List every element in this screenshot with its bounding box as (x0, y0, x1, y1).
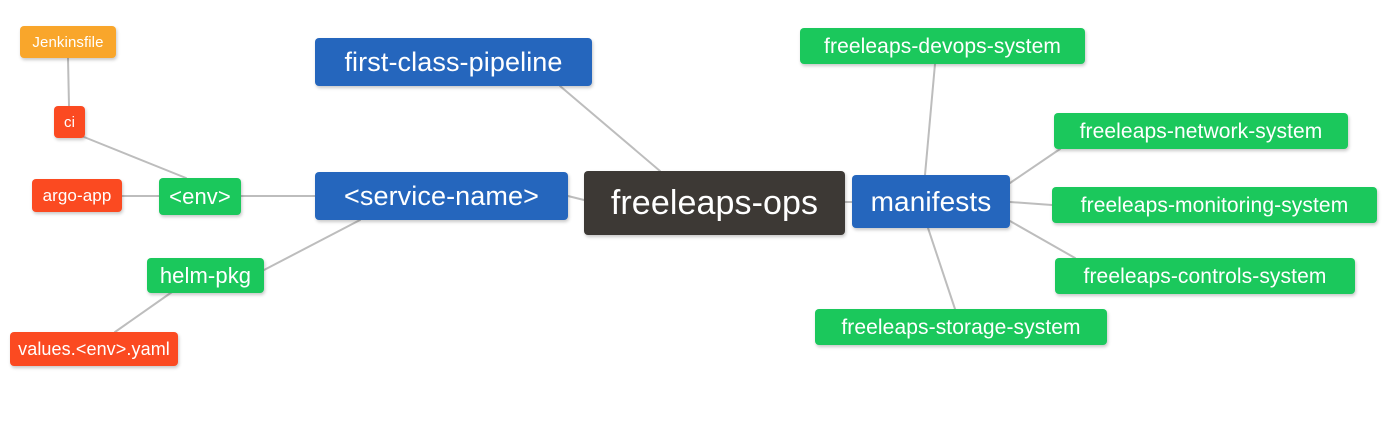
edge-service-name-to-helm-pkg (263, 219, 361, 271)
node-label: freeleaps-storage-system (841, 315, 1081, 339)
node-helm-pkg[interactable]: helm-pkg (147, 258, 264, 293)
node-label: freeleaps-ops (610, 184, 819, 222)
node-argo-app[interactable]: argo-app (32, 179, 122, 212)
edge-jenkinsfile-to-ci (67, 57, 70, 107)
node-label: <env> (169, 183, 231, 209)
node-label: manifests (870, 185, 992, 217)
node-label: Jenkinsfile (32, 33, 104, 51)
node-label: values.<env>.yaml (18, 339, 170, 359)
edge-helm-pkg-to-values-env-yaml (114, 291, 173, 333)
node-label: <service-name> (344, 180, 539, 211)
edge-manifests-to-freeleaps-storage-system (927, 227, 956, 310)
node-label: helm-pkg (159, 262, 252, 288)
node-label: ci (63, 113, 76, 131)
edge-freeleaps-devops-system-to-manifests (924, 63, 936, 176)
node-env[interactable]: <env> (159, 178, 241, 215)
node-freeleaps-monitoring-system[interactable]: freeleaps-monitoring-system (1052, 187, 1377, 223)
node-freeleaps-ops[interactable]: freeleaps-ops (584, 171, 845, 235)
node-label: freeleaps-devops-system (824, 34, 1061, 58)
edge-manifests-to-freeleaps-network-system (1009, 148, 1061, 184)
node-first-class-pipeline[interactable]: first-class-pipeline (315, 38, 592, 86)
edge-first-class-pipeline-to-freeleaps-ops (559, 85, 661, 172)
node-values-env-yaml[interactable]: values.<env>.yaml (10, 332, 178, 366)
node-freeleaps-devops-system[interactable]: freeleaps-devops-system (800, 28, 1085, 64)
edge-manifests-to-freeleaps-controls-system (1009, 220, 1076, 259)
node-freeleaps-controls-system[interactable]: freeleaps-controls-system (1055, 258, 1355, 294)
node-freeleaps-network-system[interactable]: freeleaps-network-system (1054, 113, 1348, 149)
node-ci[interactable]: ci (54, 106, 85, 138)
edge-service-name-to-freeleaps-ops (567, 195, 585, 201)
node-label: first-class-pipeline (344, 46, 563, 77)
node-jenkinsfile[interactable]: Jenkinsfile (20, 26, 116, 58)
node-label: freeleaps-network-system (1079, 119, 1323, 143)
node-label: argo-app (42, 186, 112, 205)
node-label: freeleaps-controls-system (1083, 264, 1327, 288)
node-freeleaps-storage-system[interactable]: freeleaps-storage-system (815, 309, 1107, 345)
node-label: freeleaps-monitoring-system (1080, 193, 1349, 217)
node-service-name[interactable]: <service-name> (315, 172, 568, 220)
edge-ci-to-env (83, 136, 187, 179)
node-manifests[interactable]: manifests (852, 175, 1010, 228)
edge-manifests-to-freeleaps-monitoring-system (1009, 201, 1053, 206)
